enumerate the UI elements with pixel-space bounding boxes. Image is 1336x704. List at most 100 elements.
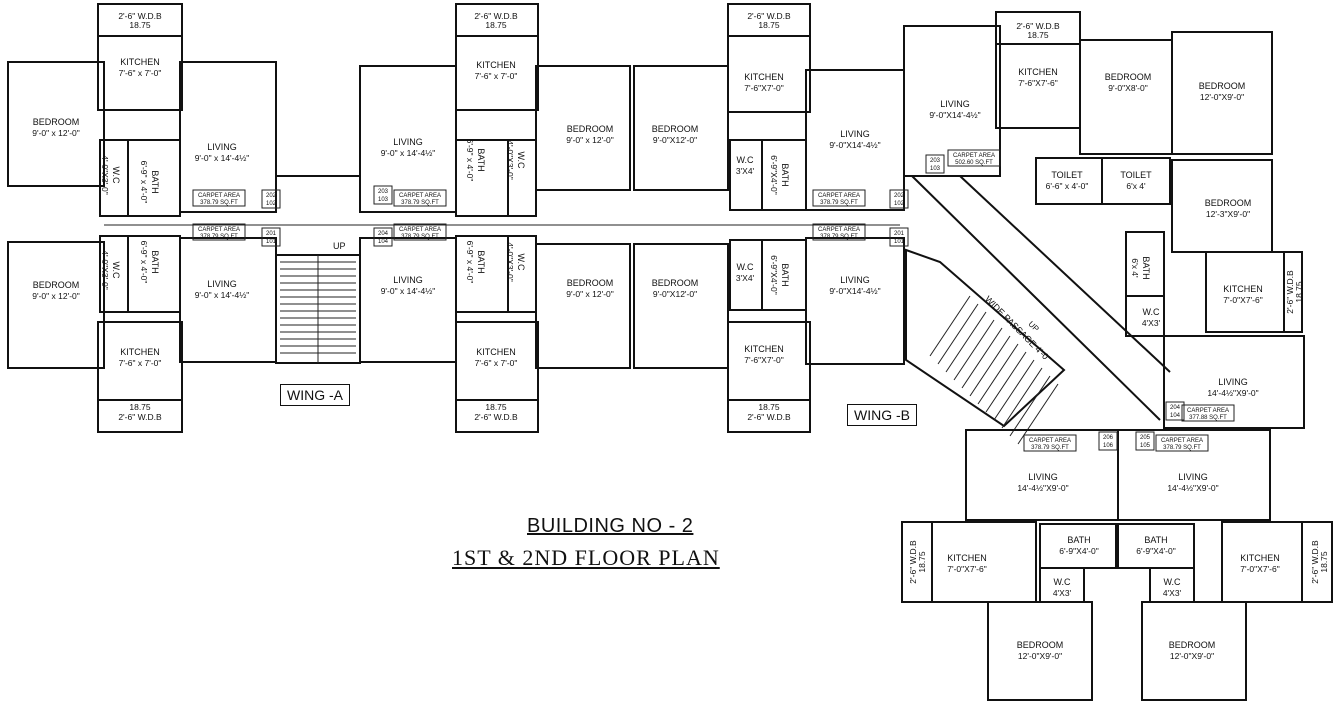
room-label: W.C3'X4' (736, 155, 755, 176)
room-dimension: 6'-9"X4'-0" (769, 255, 779, 295)
room-name: W.C (516, 254, 526, 271)
room-name: KITCHEN (744, 344, 784, 354)
room-label: W.C3'X4' (736, 262, 755, 283)
room-label: W.C4'-0"X3'-0" (100, 250, 121, 290)
room-dimension: 9'-0" x 12'-0" (566, 135, 614, 145)
room-name: KITCHEN (476, 347, 516, 357)
carpet-area-title: CARPET AREA (818, 227, 860, 233)
room-name: W.C (1143, 307, 1160, 317)
room-name: BATH (150, 250, 160, 273)
room-name: KITCHEN (1223, 284, 1263, 294)
unit-number: 201 (266, 231, 277, 237)
room-dimension: 7'-6"X7'-0" (744, 83, 784, 93)
room-dimension: 3'X4' (736, 166, 755, 176)
room-dimension: 12'-0"X9'-0" (1170, 651, 1214, 661)
room-dimension: 3'X4' (736, 273, 755, 283)
room-name: W.C (737, 155, 754, 165)
room-name: KITCHEN (744, 72, 784, 82)
room-dimension: 6'-9" x 4'-0" (465, 139, 475, 182)
room-name: KITCHEN (476, 60, 516, 70)
wdb-value: 18.75 (129, 402, 151, 412)
unit-number: 103 (930, 166, 941, 172)
wdb-label: 2'-6" W.D.B18.75 (474, 11, 518, 30)
room-name: BEDROOM (652, 278, 699, 288)
room-dimension: 14'-4½"X9'-0" (1207, 388, 1258, 398)
room-dimension: 6'-9"X4'-0" (1059, 546, 1099, 556)
carpet-area-value: 502.60 SQ.FT (955, 160, 993, 166)
room-dimension: 4'-0"X3'-0" (505, 242, 515, 282)
room-dimension: 7'-0"X7'-6" (947, 564, 987, 574)
room-dimension: 14'-4½"X9'-0" (1017, 483, 1068, 493)
carpet-area-title: CARPET AREA (198, 193, 240, 199)
room-name: LIVING (207, 142, 237, 152)
room-dimension: 4'-0"X3'-0" (505, 140, 515, 180)
building-title: BUILDING NO - 2 (527, 515, 694, 537)
room-name: BEDROOM (33, 117, 80, 127)
room-label: W.C4'X3' (1142, 307, 1161, 328)
unit-number: 102 (894, 201, 905, 207)
room-dimension: 7'-6" x 7'-0" (119, 68, 162, 78)
room-dimension: 9'-0"X12'-0" (653, 289, 697, 299)
room-dimension: 7'-6" x 7'-0" (475, 358, 518, 368)
carpet-area-title: CARPET AREA (1029, 438, 1071, 444)
room-name: BEDROOM (1169, 640, 1216, 650)
room-name: LIVING (940, 99, 970, 109)
unit-number: 104 (1170, 413, 1181, 419)
room-name: BATH (1144, 535, 1167, 545)
wdb-value: 18.75 (917, 551, 927, 573)
unit-number: 104 (378, 239, 389, 245)
room-dimension: 6'-9" x 4'-0" (465, 241, 475, 284)
room-name: W.C (1164, 577, 1181, 587)
wing-b-label: WING -B (847, 404, 917, 426)
wdb-size: 2'-6" W.D.B (1310, 540, 1320, 584)
room-dimension: 9'-0" x 12'-0" (566, 289, 614, 299)
room-name: TOILET (1120, 170, 1152, 180)
carpet-area-title: CARPET AREA (399, 227, 441, 233)
carpet-area-value: 378.79 SQ.FT (820, 234, 858, 240)
room-name: BEDROOM (1205, 198, 1252, 208)
wdb-size: 2'-6" W.D.B (747, 412, 791, 422)
room-name: BEDROOM (652, 124, 699, 134)
room-dimension: 9'-0"X14'-4½" (829, 140, 880, 150)
room-dimension: 4'X3' (1142, 318, 1161, 328)
room-name: LIVING (207, 279, 237, 289)
room-name: W.C (737, 262, 754, 272)
room-dimension: 7'-0"X7'-6" (1240, 564, 1280, 574)
room-dimension: 7'-6" x 7'-0" (475, 71, 518, 81)
room-name: TOILET (1051, 170, 1083, 180)
unit-number: 101 (894, 239, 905, 245)
room-dimension: 9'-0"X14'-4½" (829, 286, 880, 296)
room-name: BEDROOM (1017, 640, 1064, 650)
room-label: W.C4'-0"X3'-0" (100, 155, 121, 195)
unit-number: 101 (266, 239, 277, 245)
room-dimension: 7'-6" x 7'-0" (119, 358, 162, 368)
wdb-label: 2'-6" W.D.B18.75 (747, 402, 791, 422)
carpet-area-title: CARPET AREA (1187, 408, 1229, 414)
room-dimension: 9'-0" x 14'-4½" (195, 290, 250, 300)
room-name: BATH (1141, 256, 1151, 279)
carpet-area-title: CARPET AREA (198, 227, 240, 233)
carpet-area-value: 378.79 SQ.FT (401, 234, 439, 240)
carpet-area-value: 378.79 SQ.FT (1163, 445, 1201, 451)
